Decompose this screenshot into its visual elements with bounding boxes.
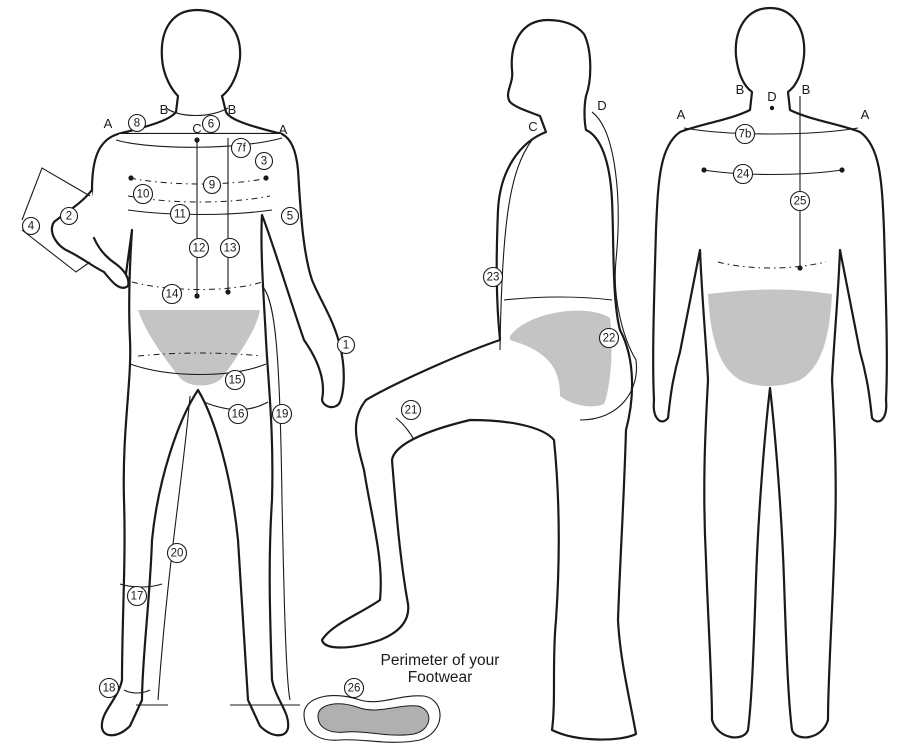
marker-17: 17 <box>128 587 147 606</box>
marker-13: 13 <box>221 239 240 258</box>
footwear-outline <box>304 696 440 743</box>
marker-15: 15 <box>226 371 245 390</box>
marker-label: 13 <box>224 243 237 255</box>
marker-label: 12 <box>193 243 206 255</box>
marker-label: 1 <box>343 340 349 352</box>
marker-label: 3 <box>261 156 267 168</box>
marker-23: 23 <box>484 268 503 287</box>
marker-25: 25 <box>791 192 810 211</box>
marker-7f: 7f <box>232 139 251 158</box>
point-a: A <box>279 122 288 137</box>
marker-label: 14 <box>166 289 179 301</box>
marker-label: 2 <box>66 211 72 223</box>
footwear-caption-line2: Footwear <box>350 669 530 686</box>
marker-20: 20 <box>168 544 187 563</box>
marker-label: 19 <box>276 409 289 421</box>
marker-7b: 7b <box>736 125 755 144</box>
point-c: C <box>192 121 201 136</box>
point-d: D <box>597 98 606 113</box>
marker-5: 5 <box>282 208 299 225</box>
marker-14: 14 <box>163 285 182 304</box>
point-a: A <box>677 107 686 122</box>
point-a: A <box>861 107 870 122</box>
marker-19: 19 <box>273 405 292 424</box>
marker-label: 25 <box>794 196 807 208</box>
point-b: B <box>736 82 745 97</box>
footwear-caption-line1: Perimeter of your <box>350 652 530 669</box>
marker-label: 4 <box>28 221 35 233</box>
side-figure <box>322 20 637 740</box>
marker-16: 16 <box>229 405 248 424</box>
marker-label: 10 <box>137 189 150 201</box>
marker-3: 3 <box>256 153 273 170</box>
marker-label: 15 <box>229 375 242 387</box>
marker-label: 24 <box>737 169 750 181</box>
back-figure <box>653 8 887 737</box>
marker-label: 22 <box>603 333 616 345</box>
marker-24: 24 <box>734 165 753 184</box>
marker-11: 11 <box>171 205 190 224</box>
marker-8: 8 <box>129 115 146 132</box>
marker-6: 6 <box>203 116 220 133</box>
marker-label: 9 <box>209 180 215 192</box>
footwear-caption: Perimeter of your Footwear <box>350 652 530 686</box>
marker-21: 21 <box>402 401 421 420</box>
point-b: B <box>160 102 169 117</box>
marker-1: 1 <box>338 337 355 354</box>
marker-label: 21 <box>405 405 418 417</box>
marker-label: 8 <box>134 118 140 130</box>
point-c: C <box>528 119 537 134</box>
point-b: B <box>802 82 811 97</box>
marker-label: 23 <box>487 272 500 284</box>
marker-label: 11 <box>174 209 186 221</box>
marker-2: 2 <box>61 208 78 225</box>
point-d: D <box>767 89 776 104</box>
marker-12: 12 <box>190 239 209 258</box>
marker-label: 16 <box>232 409 245 421</box>
front-figure <box>22 10 344 735</box>
marker-9: 9 <box>204 177 221 194</box>
marker-label: 20 <box>171 548 184 560</box>
marker-label: 17 <box>131 591 144 603</box>
marker-18: 18 <box>100 679 119 698</box>
marker-10: 10 <box>134 185 153 204</box>
marker-label: 6 <box>208 119 214 131</box>
marker-label: 7f <box>236 143 246 155</box>
marker-label: 5 <box>287 211 293 223</box>
point-b: B <box>228 102 237 117</box>
marker-label: 18 <box>103 683 116 695</box>
marker-22: 22 <box>600 329 619 348</box>
point-a: A <box>104 116 113 131</box>
marker-4: 4 <box>23 218 40 235</box>
marker-label: 7b <box>739 129 752 141</box>
